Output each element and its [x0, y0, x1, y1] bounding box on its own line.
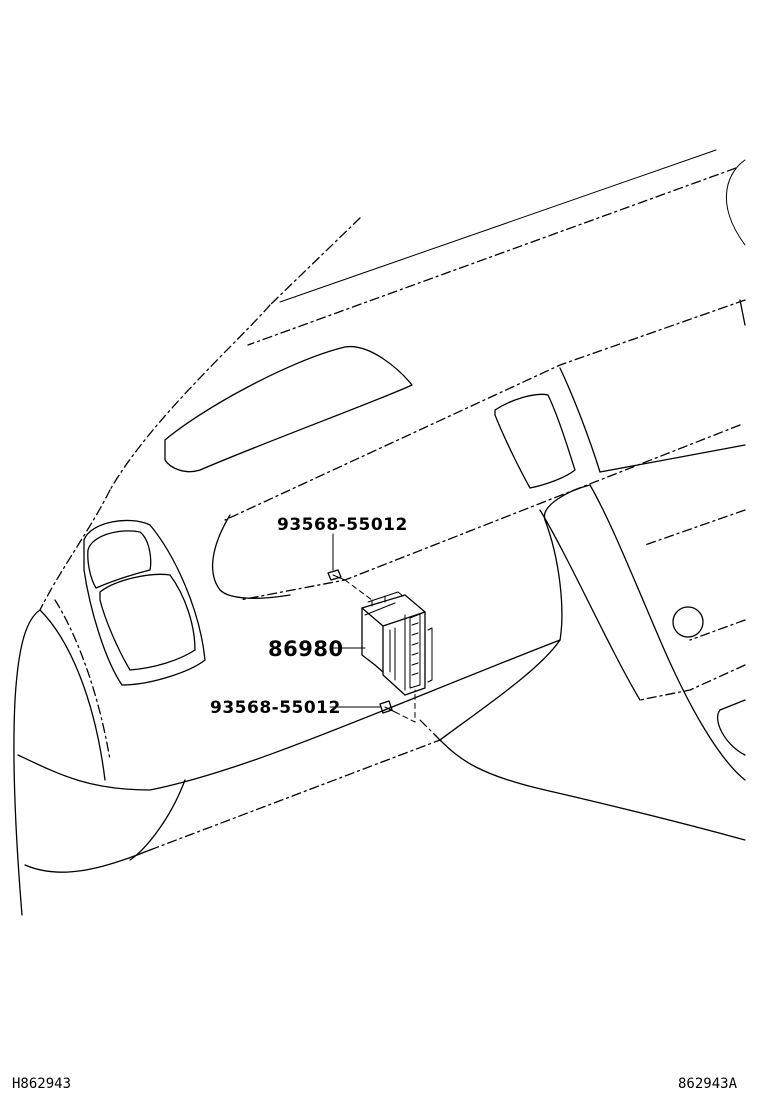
side-vents — [83, 519, 206, 686]
callout-module: 86980 — [268, 637, 344, 661]
screw-upper — [327, 569, 346, 581]
assembly-lines — [344, 579, 416, 723]
callout-upper-screw: 93568-55012 — [277, 515, 408, 535]
callout-lower-screw: 93568-55012 — [210, 698, 341, 718]
footer-left-code: H862943 — [12, 1076, 72, 1092]
dashboard-upper — [212, 299, 746, 601]
center-vent — [494, 393, 576, 489]
module-86980 — [361, 591, 433, 696]
lower-dashboard — [13, 484, 746, 916]
leader-lines — [329, 533, 381, 708]
screw-lower — [379, 700, 396, 714]
windshield-outline — [39, 149, 746, 611]
upper-vent — [164, 346, 413, 473]
footer-right-code: 862943A — [678, 1076, 738, 1092]
